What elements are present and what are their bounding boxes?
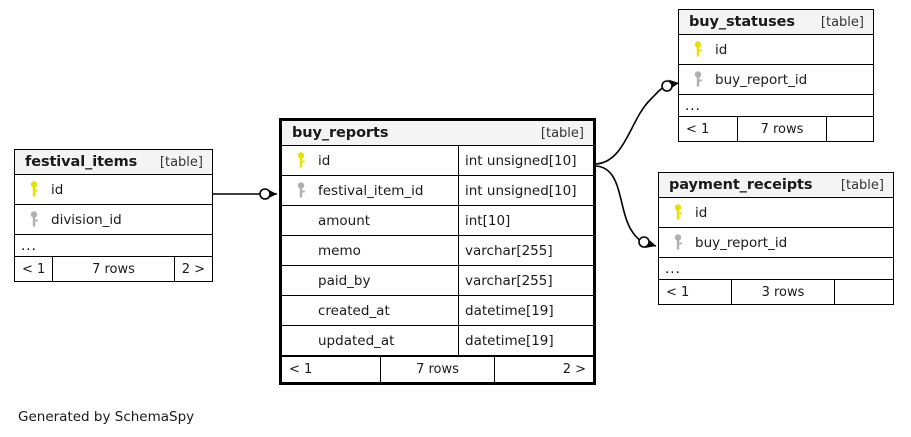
table-type-tag: [table] [840,177,884,193]
column-row-festival-item-id[interactable]: festival_item_id int unsigned[10] [282,176,593,206]
column-label: updated_at [318,332,395,349]
connector-buy-reports-to-payment-receipts [595,165,657,248]
column-row-id[interactable]: id [659,198,893,228]
table-buy-reports[interactable]: buy_reports [table] id int unsigned[10] … [279,118,596,385]
column-row-id[interactable]: id int unsigned[10] [282,146,593,176]
column-name-cell: memo [282,236,458,265]
prev-page-button[interactable]: < 1 [666,284,690,300]
column-type: datetime[19] [458,296,593,325]
table-type-tag: [table] [540,125,584,141]
prev-page-button[interactable]: < 1 [22,261,46,277]
column-row-id[interactable]: id [679,35,873,65]
column-name-cell: id [15,175,212,204]
table-festival-items[interactable]: festival_items [table] id division_id ..… [14,149,213,282]
foreign-key-icon [667,234,689,251]
primary-key-icon [687,41,709,58]
column-name-cell: id [659,198,893,227]
column-row-amount[interactable]: amount int[10] [282,206,593,236]
table-footer: < 1 7 rows 2 > [282,356,593,382]
column-label: id [695,204,708,221]
table-payment-receipts[interactable]: payment_receipts [table] id buy_report_i… [658,172,894,305]
foreign-key-icon [687,71,709,88]
column-type: int unsigned[10] [458,146,593,175]
column-row-updated-at[interactable]: updated_at datetime[19] [282,326,593,356]
column-label: buy_report_id [715,71,808,88]
column-row-buy-report-id[interactable]: buy_report_id [659,228,893,258]
column-name-cell: paid_by [282,266,458,295]
connector-festival-items-to-buy-reports [213,188,277,200]
next-page-button[interactable] [827,117,873,141]
table-title: festival_items [25,154,138,170]
column-label: festival_item_id [318,182,424,199]
prev-page-button[interactable]: < 1 [289,362,313,377]
column-name-cell: updated_at [282,326,458,355]
column-type: datetime[19] [458,326,593,355]
table-type-tag: [table] [159,154,203,170]
table-title: buy_reports [292,125,389,141]
table-footer: < 1 3 rows [659,280,893,304]
column-name-cell: buy_report_id [659,228,893,257]
table-header: buy_reports [table] [282,121,593,146]
primary-key-icon [23,181,45,198]
column-name-cell: amount [282,206,458,235]
column-type: varchar[255] [458,236,593,265]
column-type: varchar[255] [458,266,593,295]
column-row-division-id[interactable]: division_id [15,205,212,235]
column-label: buy_report_id [695,234,788,251]
column-name-cell: created_at [282,296,458,325]
table-footer: < 1 7 rows [679,117,873,141]
primary-key-icon [290,152,312,169]
column-type: int unsigned[10] [458,176,593,205]
table-header: festival_items [table] [15,150,212,175]
row-count-label: 3 rows [731,280,835,304]
primary-key-icon [667,204,689,221]
column-label: created_at [318,302,390,319]
column-row-created-at[interactable]: created_at datetime[19] [282,296,593,326]
table-buy-statuses[interactable]: buy_statuses [table] id buy_report_id ..… [678,9,874,142]
more-columns-indicator: ... [679,95,873,117]
column-name-cell: buy_report_id [679,65,873,94]
connector-buy-reports-to-buy-statuses [595,79,680,165]
column-label: paid_by [318,272,371,289]
row-count-label: 7 rows [380,357,495,382]
table-title: buy_statuses [689,14,795,30]
column-label: id [715,41,728,58]
column-row-buy-report-id[interactable]: buy_report_id [679,65,873,95]
prev-page-button[interactable]: < 1 [686,121,710,137]
foreign-key-icon [290,182,312,199]
table-header: payment_receipts [table] [659,173,893,198]
column-name-cell: id [282,146,458,175]
table-type-tag: [table] [820,14,864,30]
column-row-id[interactable]: id [15,175,212,205]
next-page-button[interactable] [835,280,893,304]
table-header: buy_statuses [table] [679,10,873,35]
column-label: id [51,181,64,198]
row-count-label: 7 rows [737,117,827,141]
column-name-cell: festival_item_id [282,176,458,205]
table-footer: < 1 7 rows 2 > [15,257,212,281]
column-label: memo [318,242,361,259]
next-page-button[interactable]: 2 > [562,362,586,377]
more-columns-indicator: ... [15,235,212,257]
column-label: amount [318,212,371,229]
column-label: division_id [51,211,122,228]
row-count-label: 7 rows [52,257,175,281]
column-row-memo[interactable]: memo varchar[255] [282,236,593,266]
column-name-cell: id [679,35,873,64]
table-title: payment_receipts [669,177,813,193]
column-row-paid-by[interactable]: paid_by varchar[255] [282,266,593,296]
next-page-button[interactable]: 2 > [181,261,205,277]
column-name-cell: division_id [15,205,212,234]
more-columns-indicator: ... [659,258,893,280]
generated-by-caption: Generated by SchemaSpy [18,409,195,425]
column-type: int[10] [458,206,593,235]
foreign-key-icon [23,211,45,228]
column-label: id [318,152,331,169]
